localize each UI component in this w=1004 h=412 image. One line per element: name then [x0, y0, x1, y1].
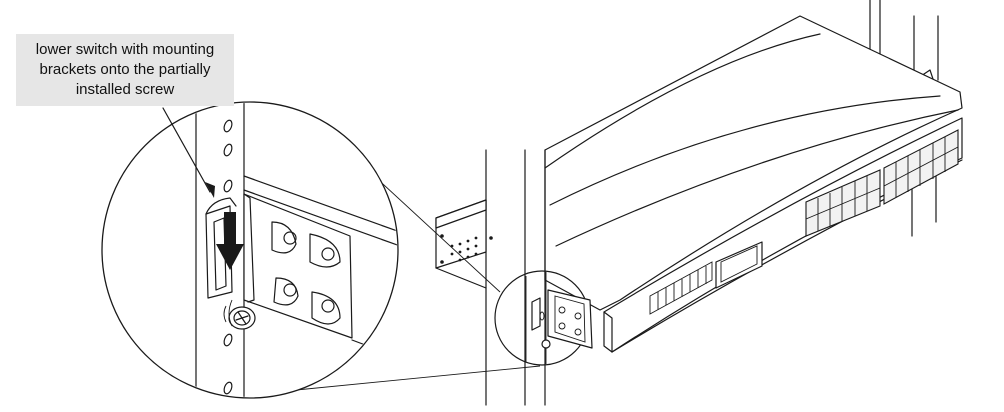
led-row — [649, 261, 713, 315]
screw-icon-small — [541, 339, 551, 349]
switch-body — [544, 15, 963, 353]
vent-dots — [450, 236, 478, 262]
label-plate — [715, 241, 763, 289]
down-arrow-icon — [216, 212, 244, 270]
switch-rear — [435, 199, 493, 289]
port-block-left — [805, 169, 881, 237]
detail-circle-large — [101, 101, 399, 399]
leader-line-icon — [162, 107, 215, 198]
port-block-right — [883, 129, 959, 205]
screw-icon — [223, 299, 256, 330]
callout-box: lower switch with mounting brackets onto… — [16, 34, 234, 106]
callout-text: lower switch with mounting brackets onto… — [35, 41, 215, 98]
detail-circle-small — [494, 270, 613, 366]
mounting-bracket — [243, 193, 353, 339]
rack-post-center — [485, 149, 546, 406]
